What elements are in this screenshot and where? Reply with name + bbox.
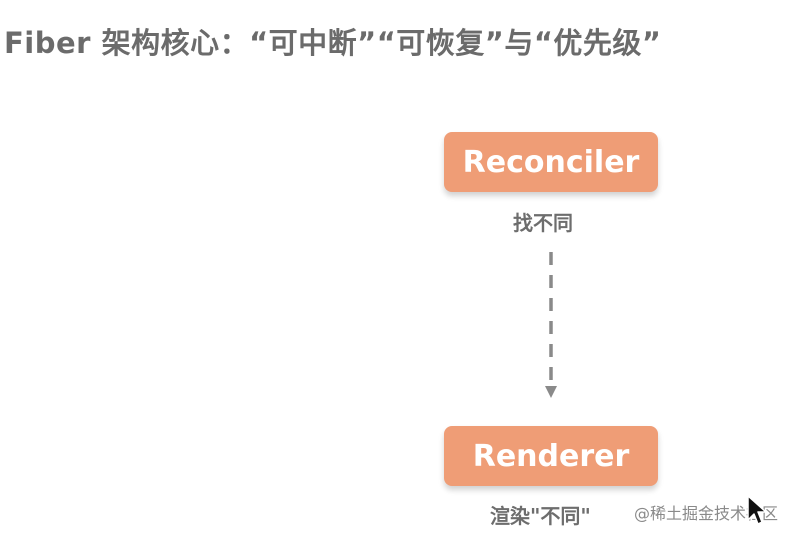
reconciler-caption: 找不同	[513, 211, 573, 235]
renderer-label: Renderer	[472, 438, 630, 474]
reconciler-label: Reconciler	[462, 144, 640, 180]
renderer-caption: 渲染"不同"	[490, 504, 591, 528]
dashed-arrow-connector	[545, 252, 557, 398]
watermark: @稀土掘金技术社区	[634, 504, 779, 523]
mouse-pointer-icon	[747, 495, 767, 525]
renderer-node: Renderer	[444, 426, 658, 486]
page-title: Fiber 架构核心：“可中断”“可恢复”与“优先级”	[4, 26, 662, 60]
reconciler-node: Reconciler	[444, 132, 658, 192]
arrow-head-icon	[545, 386, 557, 398]
